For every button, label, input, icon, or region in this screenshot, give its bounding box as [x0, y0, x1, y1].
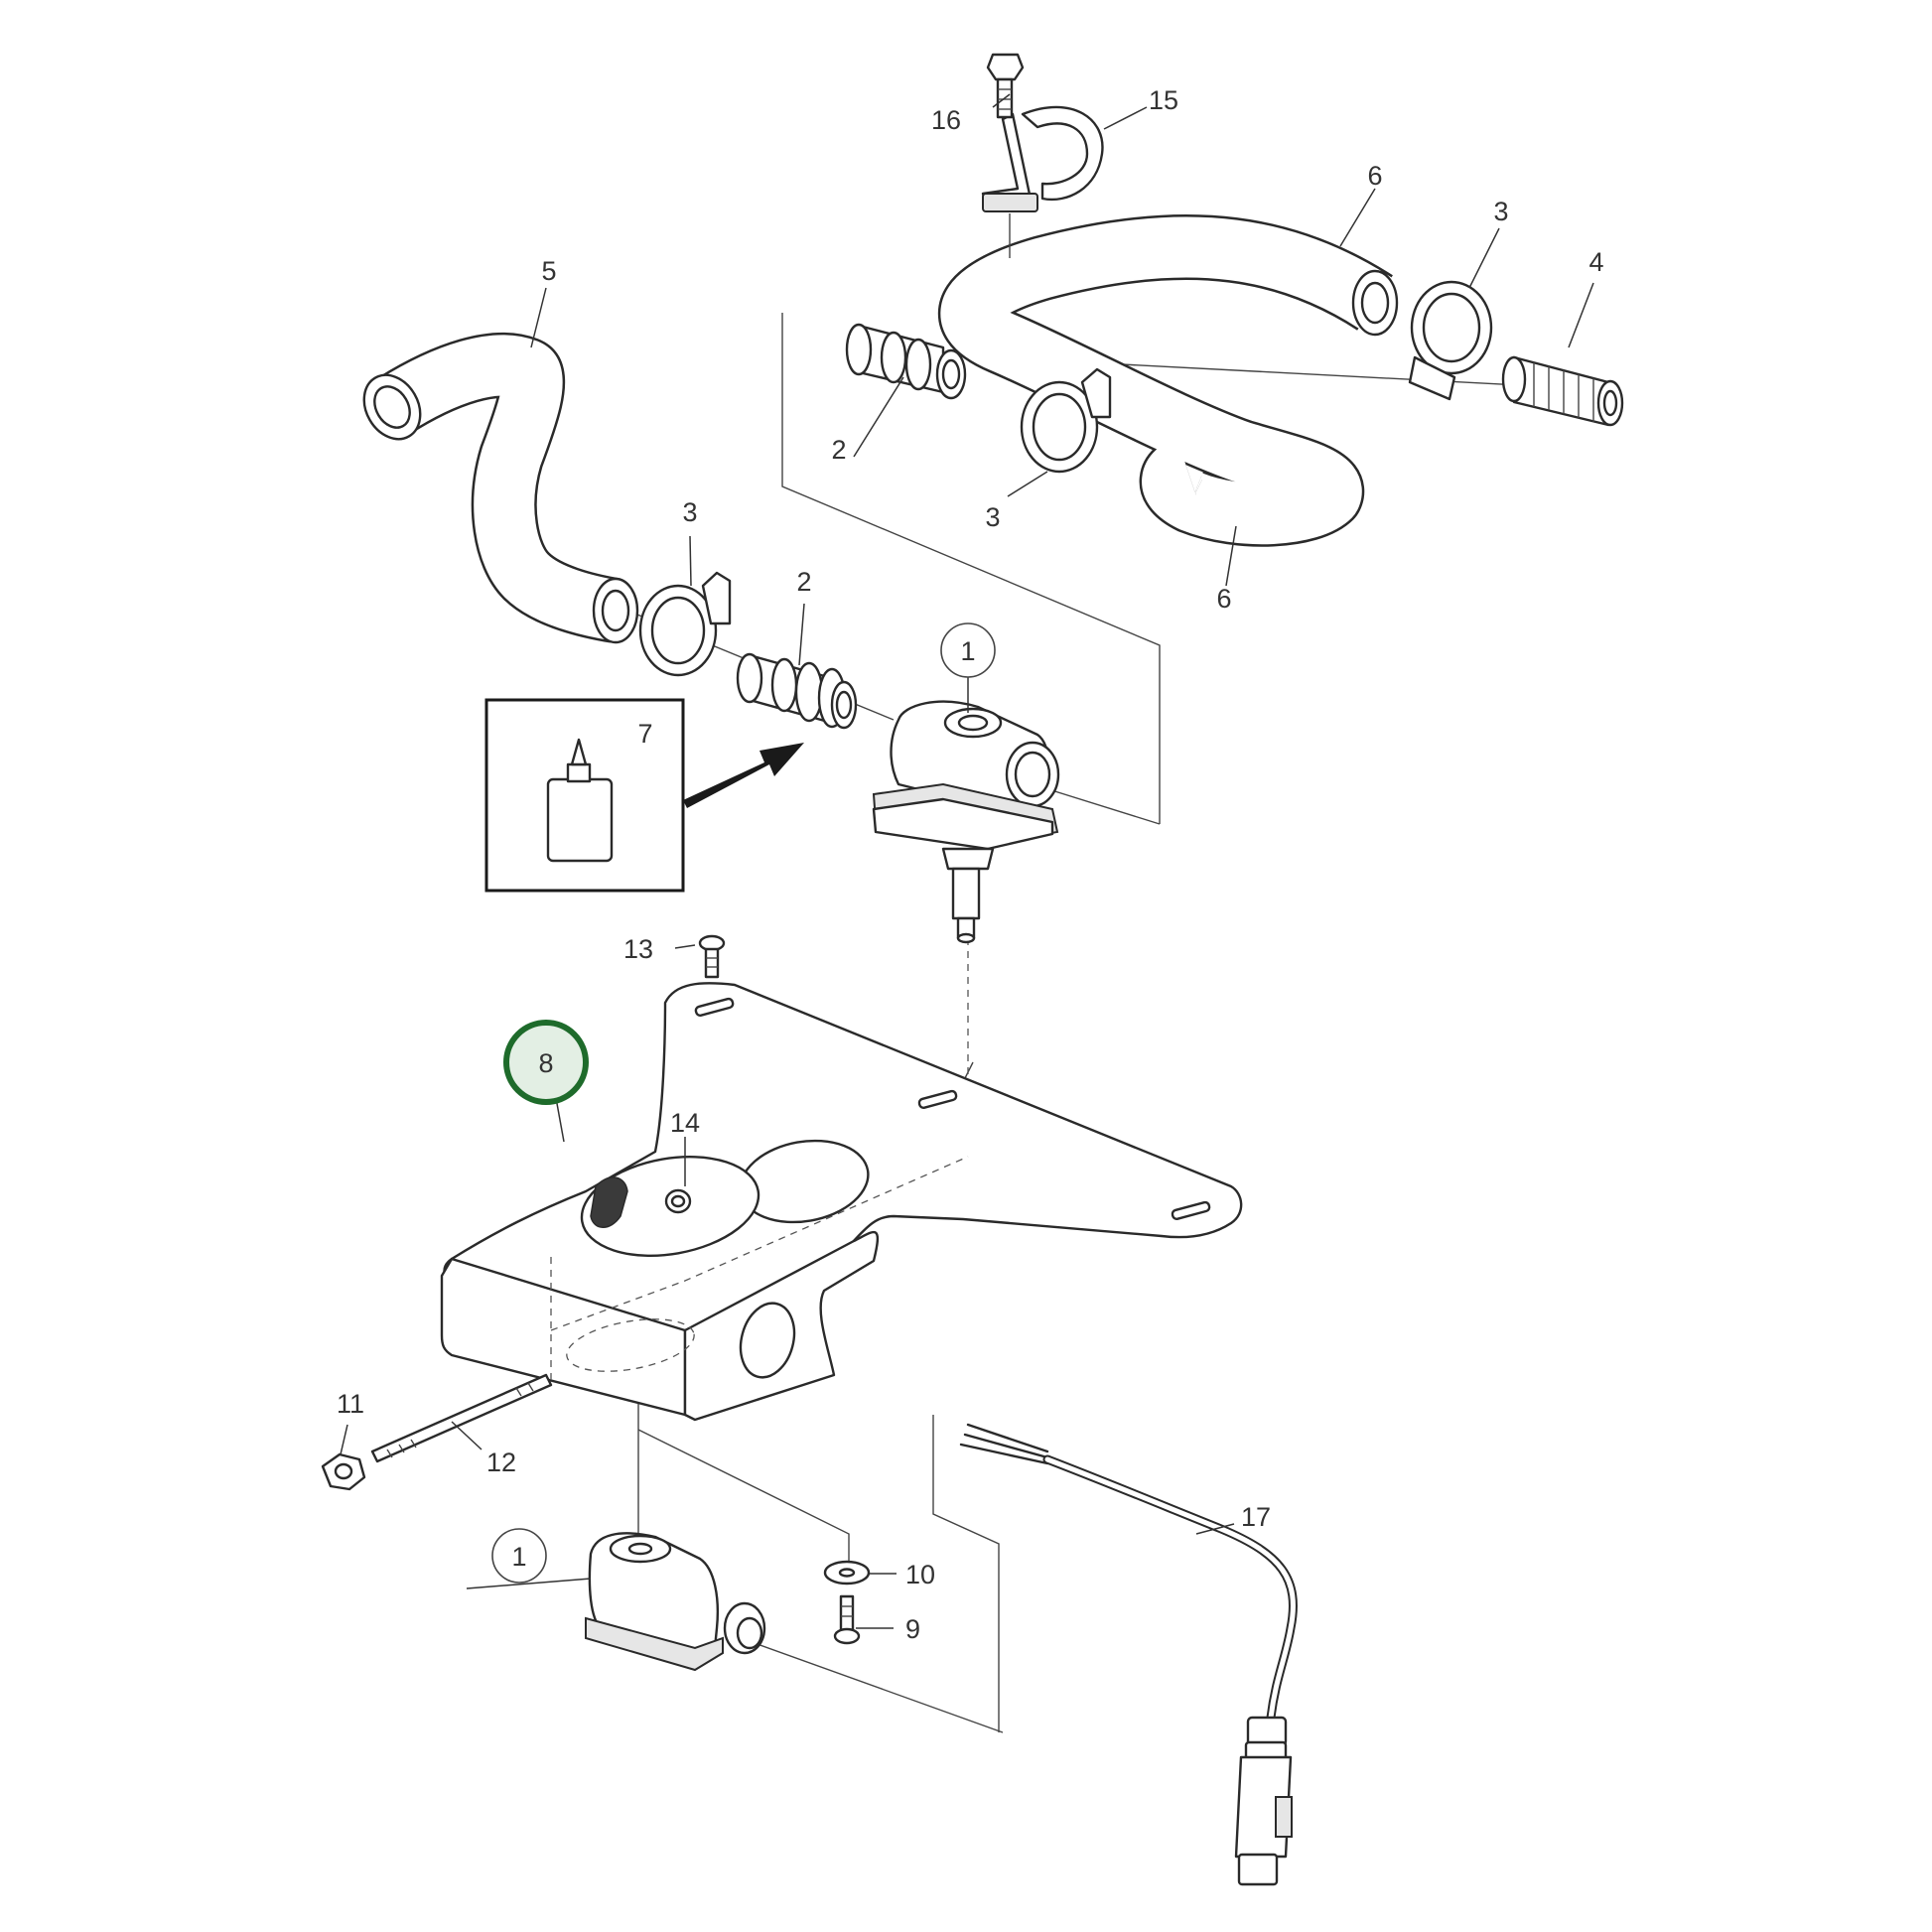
callout-circle-1-sensor — [491, 1528, 547, 1584]
bolt-13 — [698, 934, 726, 979]
callout-9: 9 — [905, 1614, 920, 1644]
bracket-8 — [440, 982, 1243, 1422]
callout-3-lower: 3 — [682, 497, 697, 527]
hose-6 — [938, 213, 1399, 547]
callout-leaders — [340, 93, 1594, 1629]
alignment-frame-lower — [932, 1415, 1000, 1732]
callout-6-bottom: 6 — [1216, 584, 1231, 614]
valve-1-upper — [872, 700, 1060, 944]
screw-9 — [833, 1594, 861, 1645]
callout-11: 11 — [337, 1389, 364, 1419]
threaded-rod-12 — [370, 1373, 553, 1463]
callout-7: 7 — [637, 719, 652, 749]
callout-3-upper: 3 — [1493, 197, 1508, 226]
alignment-frame-upper — [781, 313, 1161, 824]
bolt-16 — [986, 53, 1025, 119]
alignment-line-washer — [637, 1429, 850, 1569]
fitting-2-lower — [736, 652, 858, 730]
callout-14: 14 — [670, 1108, 700, 1138]
callout-12: 12 — [486, 1448, 516, 1477]
callout-3-mid: 3 — [985, 502, 1000, 532]
callout-1-sensor: 1 — [511, 1542, 526, 1572]
harness-17 — [959, 1423, 1298, 1886]
callout-5: 5 — [541, 256, 556, 286]
washer-10 — [823, 1560, 871, 1586]
hose-clamp-3-lower — [638, 571, 732, 677]
hose-clamp-3-upper-right — [1408, 280, 1493, 401]
fitting-2-upper — [845, 323, 967, 400]
callout-15: 15 — [1149, 85, 1178, 115]
callout-2-upper: 2 — [831, 435, 846, 465]
callout-16: 16 — [931, 105, 961, 135]
sealant-kit-7 — [484, 698, 804, 893]
callout-6-top: 6 — [1367, 161, 1382, 191]
callout-8[interactable]: 8 — [538, 1048, 553, 1078]
callout-2-lower: 2 — [796, 567, 811, 597]
p-clamp-15 — [981, 105, 1104, 212]
hose-connector-4 — [1501, 355, 1624, 427]
callout-10: 10 — [905, 1560, 935, 1589]
hose-clamp-3-upper-mid — [1020, 367, 1112, 474]
sealant-bottle-icon — [546, 738, 614, 863]
callout-13: 13 — [623, 934, 653, 964]
alignment-line-connector — [754, 1642, 1004, 1733]
callout-circle-1-valve — [940, 622, 996, 678]
callout-1-valve: 1 — [960, 636, 975, 666]
callout-4: 4 — [1588, 247, 1603, 277]
highlight-ring-8[interactable] — [503, 1020, 589, 1105]
sensor-1-lower — [585, 1532, 766, 1672]
callout-17: 17 — [1241, 1502, 1271, 1532]
nut-11 — [321, 1452, 366, 1491]
hose-5 — [362, 332, 639, 644]
arrow-icon — [683, 743, 804, 808]
